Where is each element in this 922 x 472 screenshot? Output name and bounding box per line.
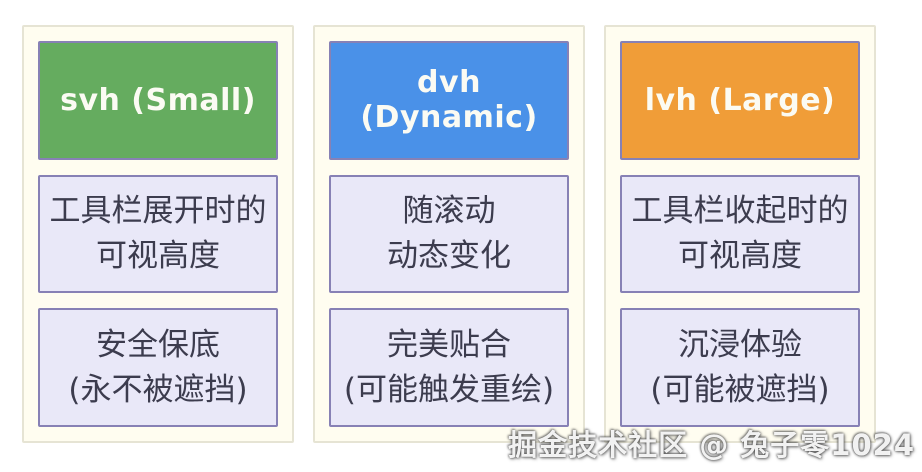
lvh-header-label: lvh (Large) — [644, 82, 836, 118]
svh-header-label: svh (Small) — [60, 82, 256, 118]
columns-row: svh (Small) 工具栏展开时的 可视高度 安全保底 (永不被遮挡) dv… — [22, 25, 876, 443]
lvh-description-line2: 可视高度 — [678, 238, 802, 274]
card-dvh: dvh (Dynamic) 随滚动 动态变化 完美贴合 (可能触发重绘) — [313, 25, 585, 443]
lvh-description-line1: 工具栏收起时的 — [631, 193, 849, 230]
svh-tradeoff-box: 安全保底 (永不被遮挡) — [38, 308, 278, 428]
dvh-description-line2: 动态变化 — [387, 238, 511, 274]
svh-header-box: svh (Small) — [38, 41, 278, 160]
svh-description-box: 工具栏展开时的 可视高度 — [38, 174, 278, 294]
dvh-tradeoff-line1: 完美贴合 — [387, 326, 511, 363]
lvh-description-box: 工具栏收起时的 可视高度 — [620, 174, 860, 294]
svh-tradeoff-line1: 安全保底 — [96, 326, 220, 363]
svh-description-line2: 可视高度 — [96, 238, 220, 274]
lvh-tradeoff-box: 沉浸体验 (可能被遮挡) — [620, 308, 860, 428]
lvh-header-box: lvh (Large) — [620, 41, 860, 160]
card-svh: svh (Small) 工具栏展开时的 可视高度 安全保底 (永不被遮挡) — [22, 25, 294, 443]
dvh-description-box: 随滚动 动态变化 — [329, 174, 569, 294]
svh-description-line1: 工具栏展开时的 — [49, 193, 267, 230]
watermark-text: 掘金技术社区 @ 兔子零1024 — [508, 428, 915, 462]
lvh-tradeoff-line2: (可能被遮挡) — [650, 371, 830, 408]
dvh-header-label: dvh (Dynamic) — [360, 65, 538, 136]
dvh-tradeoff-line2: (可能触发重绘) — [343, 371, 555, 408]
dvh-description-line1: 随滚动 — [402, 193, 496, 230]
svh-tradeoff-line2: (永不被遮挡) — [68, 371, 248, 408]
dvh-tradeoff-box: 完美贴合 (可能触发重绘) — [329, 308, 569, 428]
card-lvh: lvh (Large) 工具栏收起时的 可视高度 沉浸体验 (可能被遮挡) — [604, 25, 876, 443]
dvh-header-box: dvh (Dynamic) — [329, 41, 569, 160]
lvh-tradeoff-line1: 沉浸体验 — [678, 326, 802, 363]
